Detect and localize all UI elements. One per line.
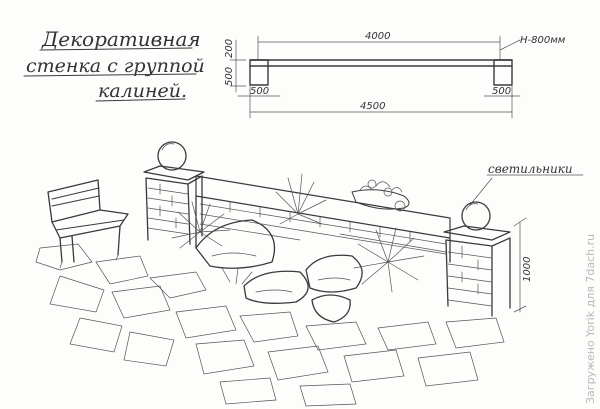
post-height-label: 1000 xyxy=(522,257,533,282)
dim-vert-total: 500 xyxy=(224,67,235,86)
boulders xyxy=(195,219,363,323)
title-underline-3 xyxy=(95,98,186,102)
grass-plants xyxy=(171,173,425,293)
plan-left-post xyxy=(249,59,269,86)
plan-diagram: 4000 H-800мм 200 500 500 500 4500 xyxy=(224,31,566,119)
right-brick-post: 1000 xyxy=(443,201,533,317)
paving-stones xyxy=(35,243,505,407)
right-lamp-globe xyxy=(461,201,491,231)
lamps-label: светильники xyxy=(488,162,573,176)
lamps-leader xyxy=(469,177,493,206)
title-underline-1 xyxy=(39,47,193,51)
watermark: Загружено Yorik для 7dach.ru xyxy=(584,234,597,404)
title-underline-2 xyxy=(23,73,197,77)
left-lamp-globe xyxy=(157,141,187,171)
height-note: H-800мм xyxy=(520,35,566,46)
boulder-1 xyxy=(195,219,276,269)
lamps-callout: светильники xyxy=(469,162,584,206)
dim-vert-top: 200 xyxy=(224,39,235,58)
boulder-4 xyxy=(311,294,351,323)
boulder-3 xyxy=(305,254,363,293)
dim-top-length: 4000 xyxy=(365,31,390,42)
dim-right-post: 500 xyxy=(492,86,511,97)
boulder-2 xyxy=(243,270,309,304)
title-line-3: калиней. xyxy=(98,80,187,102)
plan-right-post xyxy=(493,59,513,86)
title-block: Декоративная стенка с группой калиней. xyxy=(23,27,205,102)
title-line-2: стенка с группой xyxy=(26,55,205,77)
bench xyxy=(47,179,129,269)
dim-total-length: 4500 xyxy=(360,101,385,112)
left-brick-post xyxy=(143,141,205,245)
dim-left-post: 500 xyxy=(250,86,269,97)
decorative-wall xyxy=(195,175,451,263)
title-line-1: Декоративная xyxy=(41,27,201,51)
